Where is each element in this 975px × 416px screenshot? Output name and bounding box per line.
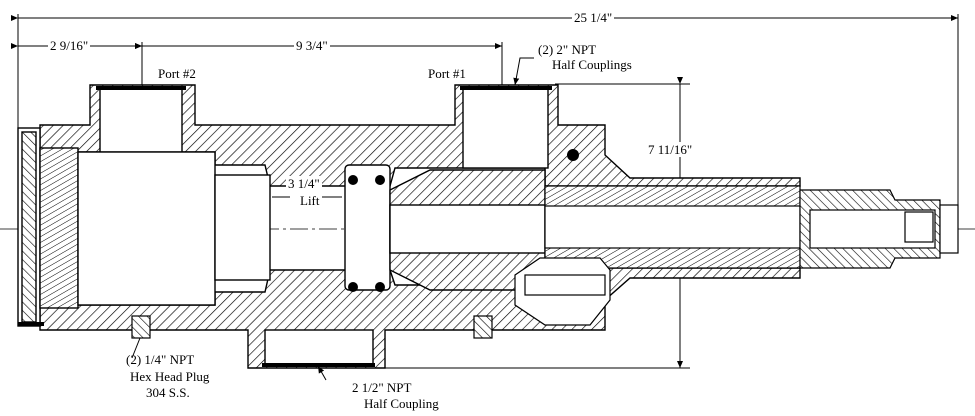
half-couplings-desc-label: Half Couplings (552, 57, 632, 72)
plug-qty-label: (2) 1/4" NPT (126, 352, 195, 367)
plug-material-label: 304 S.S. (146, 385, 190, 400)
half-couplings-qty-label: (2) 2" NPT (538, 42, 597, 57)
overall-length-dimension: 25 1/4" (572, 10, 615, 25)
port2-label: Port #2 (158, 66, 196, 81)
plug-desc-label: Hex Head Plug (130, 369, 210, 384)
overall-height-dimension: 7 11/16" (646, 142, 695, 157)
lift-label: Lift (298, 193, 322, 208)
hex-plugs (131, 315, 493, 339)
bottom-coupling-desc-label: Half Coupling (364, 396, 439, 411)
lift-dimension: 3 1/4" (286, 176, 322, 191)
nut-assembly (799, 189, 959, 269)
threaded-rod (544, 185, 801, 269)
bottom-coupling-size-label: 2 1/2" NPT (352, 380, 412, 395)
port1-label: Port #1 (428, 66, 466, 81)
end-cap (17, 127, 79, 327)
leader-lines (131, 57, 534, 381)
port2-offset-dimension: 2 9/16" (48, 38, 91, 53)
port-spacing-dimension: 9 3/4" (294, 38, 330, 53)
side-bolt (514, 257, 611, 326)
o-rings (348, 149, 579, 292)
